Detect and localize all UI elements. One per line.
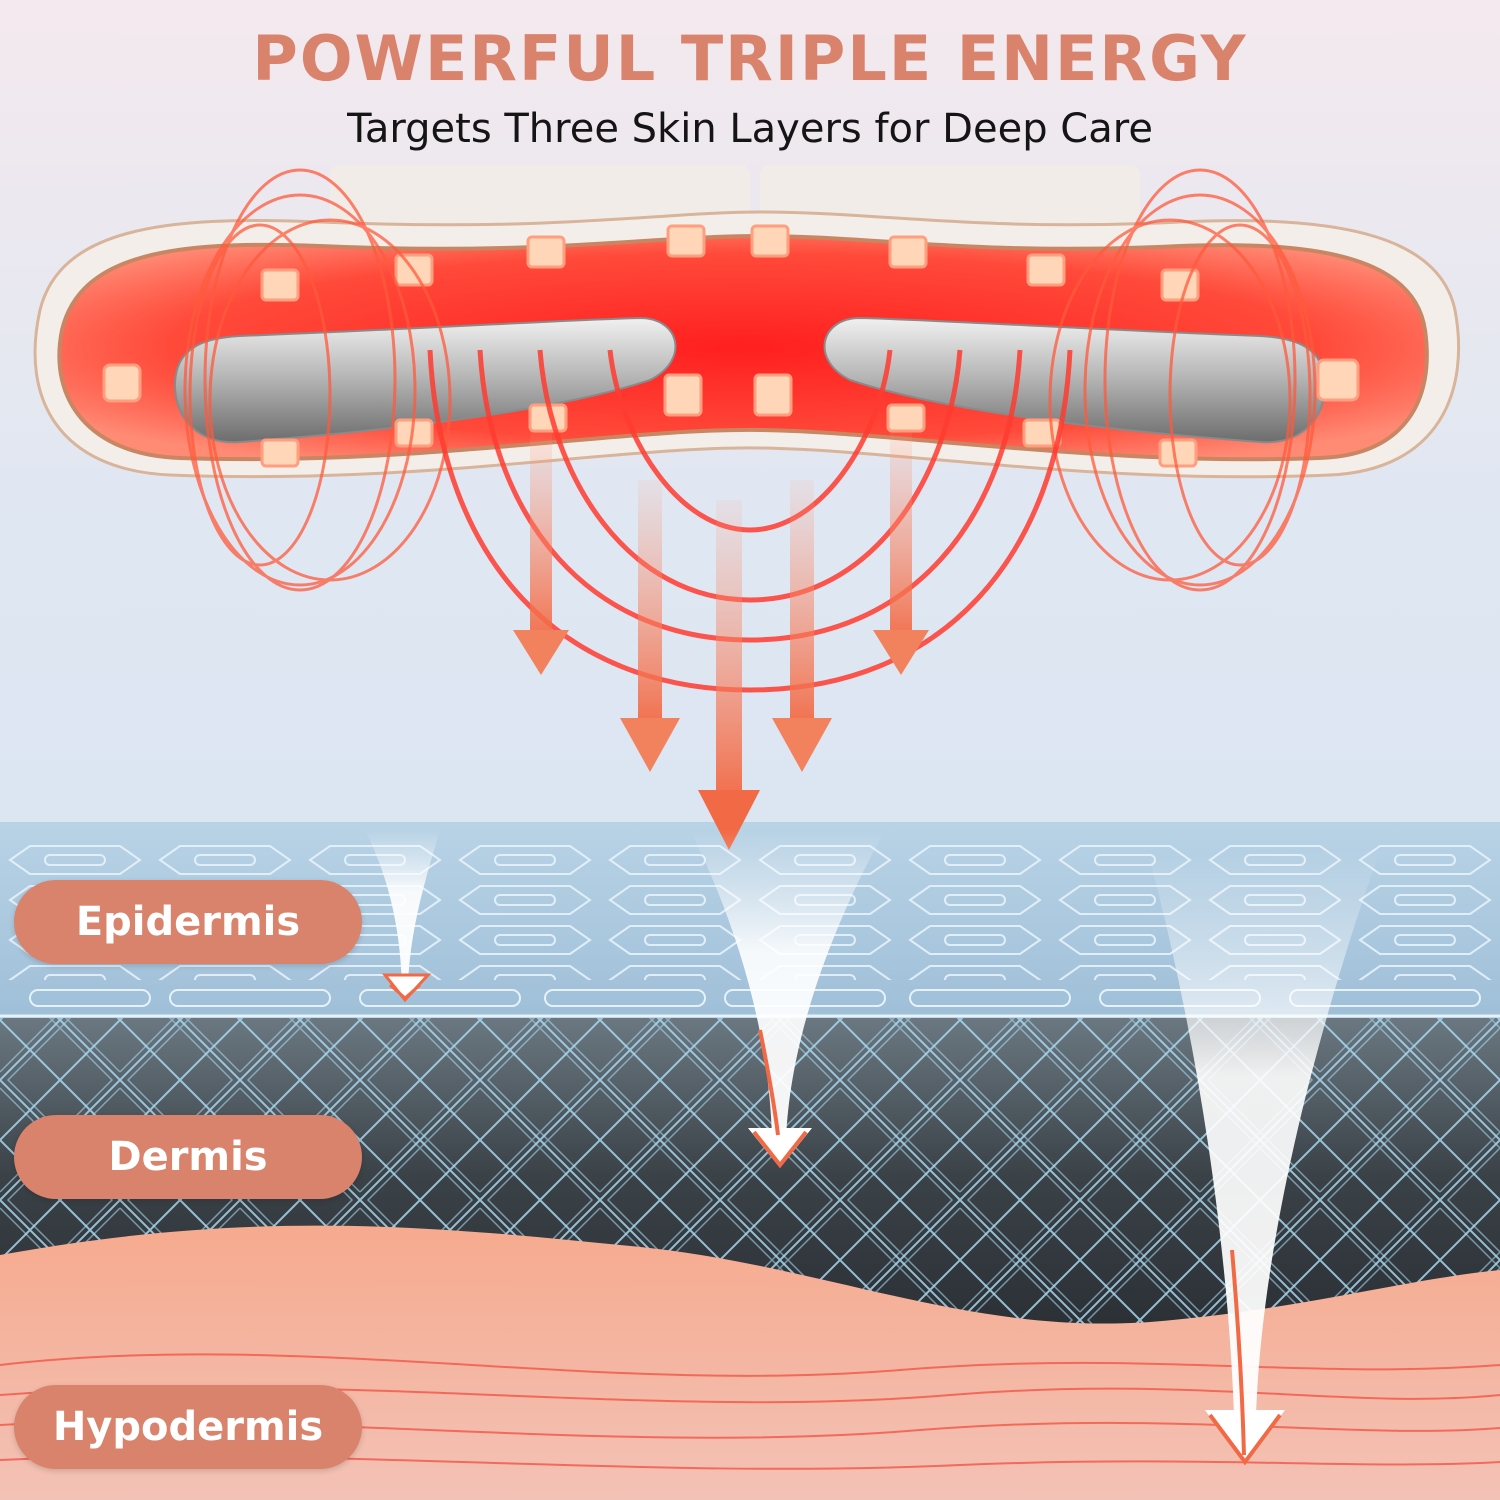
dermis-label: Dermis bbox=[14, 1115, 362, 1199]
energy-wave-icon bbox=[183, 168, 1317, 592]
hypodermis-layer bbox=[0, 1225, 1500, 1500]
led-device-icon bbox=[33, 165, 1461, 479]
page-subtitle: Targets Three Skin Layers for Deep Care bbox=[347, 106, 1153, 152]
epidermis-label: Epidermis bbox=[14, 880, 362, 964]
page-title: POWERFUL TRIPLE ENERGY bbox=[252, 22, 1248, 95]
down-arrow-icon bbox=[513, 430, 929, 850]
hypodermis-label: Hypodermis bbox=[14, 1385, 362, 1469]
